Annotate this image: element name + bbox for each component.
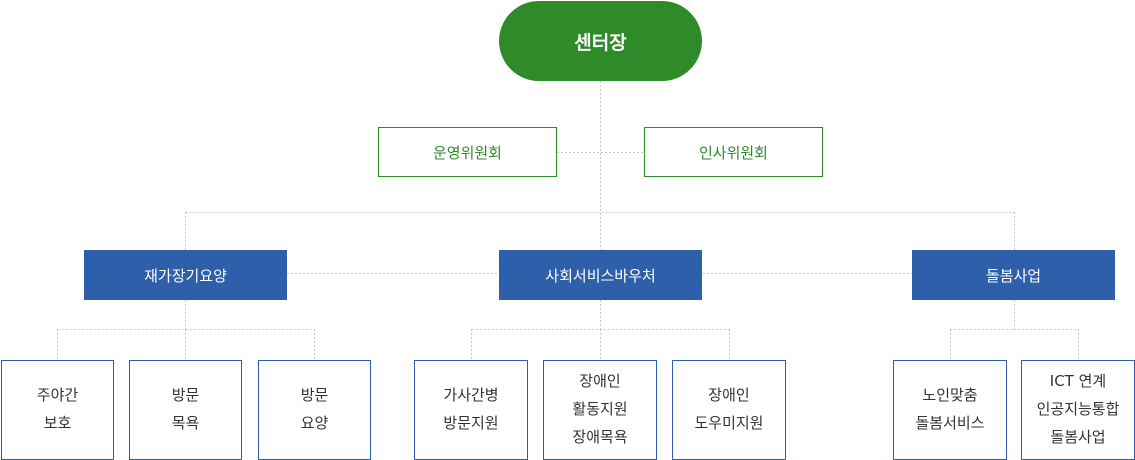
- service-line: 가사간병: [443, 386, 499, 405]
- division-care-project-label: 돌봄사업: [985, 266, 1042, 285]
- service-line: 보호: [43, 414, 72, 432]
- service-senior-custom-care-node: 노인맞춤 돌봄서비스: [893, 360, 1007, 460]
- service-line: 노인맞춤: [922, 386, 978, 405]
- division-home-care-node: 재가장기요양: [84, 250, 287, 300]
- service-line: 요양: [300, 414, 329, 432]
- service-day-night-care-node: 주야간 보호: [1, 360, 114, 460]
- division-care-project-node: 돌봄사업: [912, 250, 1115, 300]
- operations-committee-node: 운영위원회: [378, 127, 557, 177]
- division-social-voucher-node: 사회서비스바우처: [499, 250, 702, 300]
- service-line: 도우미지원: [694, 414, 764, 432]
- operations-committee-label: 운영위원회: [432, 143, 502, 162]
- service-line: ICT 연계: [1049, 372, 1107, 391]
- service-line: 활동지원: [572, 400, 628, 419]
- personnel-committee-label: 인사위원회: [698, 143, 768, 162]
- center-director-node: 센터장: [499, 1, 702, 81]
- service-disability-activity-node: 장애인 활동지원 장애목욕: [543, 360, 657, 460]
- service-visit-care-node: 방문 요양: [258, 360, 371, 460]
- center-director-label: 센터장: [574, 31, 627, 54]
- service-line: 주야간: [36, 386, 79, 405]
- service-line: 인공지능통합: [1036, 400, 1120, 419]
- service-line: 방문지원: [443, 414, 499, 432]
- service-housework-nursing-node: 가사간병 방문지원: [414, 360, 528, 460]
- service-line: 방문: [171, 386, 200, 405]
- service-line: 장애목욕: [572, 427, 628, 446]
- division-home-care-label: 재가장기요양: [144, 266, 227, 285]
- service-line: 돌봄사업: [1050, 427, 1106, 446]
- personnel-committee-node: 인사위원회: [644, 127, 823, 177]
- division-social-voucher-label: 사회서비스바우처: [545, 266, 656, 285]
- service-line: 방문: [300, 386, 329, 405]
- service-line: 돌봄서비스: [915, 414, 985, 432]
- service-disability-helper-node: 장애인 도우미지원: [672, 360, 786, 460]
- service-visit-bath-node: 방문 목욕: [129, 360, 242, 460]
- service-ict-ai-care-node: ICT 연계 인공지능통합 돌봄사업: [1021, 360, 1135, 460]
- service-line: 장애인: [579, 372, 621, 391]
- service-line: 장애인: [708, 386, 750, 405]
- service-line: 목욕: [171, 414, 200, 432]
